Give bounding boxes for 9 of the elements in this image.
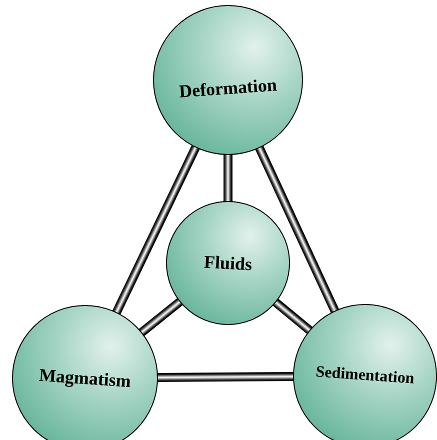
tube-connector <box>137 297 184 337</box>
tube-connector <box>271 298 314 335</box>
sphere-node <box>166 201 290 325</box>
node-label: Deformation <box>177 73 279 104</box>
node-label: Fluids <box>202 250 254 276</box>
node-label: Sedimentation <box>314 362 416 390</box>
node-label: Magmatism <box>37 364 133 394</box>
tube-connector <box>255 144 340 316</box>
tube-connector <box>112 143 200 317</box>
